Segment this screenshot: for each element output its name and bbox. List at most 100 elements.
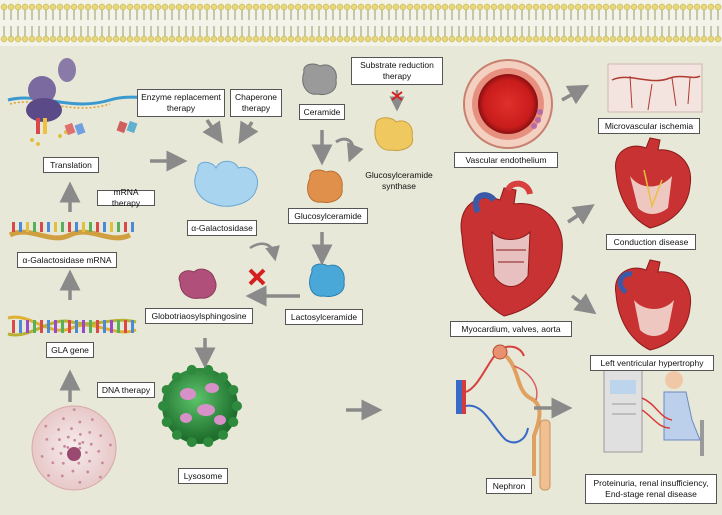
- lipid-head: [280, 3, 288, 11]
- lipid-head: [357, 35, 365, 43]
- dna-base-pair: [82, 320, 85, 333]
- mrna-base: [68, 222, 71, 232]
- cell-granule: [78, 446, 82, 450]
- lipid-head: [518, 35, 526, 43]
- cell-granule: [66, 446, 70, 449]
- lipid-head: [448, 35, 456, 43]
- lipid-head: [308, 3, 316, 11]
- lipid-head: [364, 3, 372, 11]
- lysosome-bump: [218, 372, 229, 383]
- lipid-head: [560, 3, 568, 11]
- myocardium-valves-aorta-label: Myocardium, valves, aorta: [450, 321, 572, 337]
- lysosome-bump: [203, 437, 214, 448]
- dna-base-pair: [124, 320, 127, 333]
- cell-granule: [61, 461, 65, 465]
- lipid-head: [329, 3, 337, 11]
- lipid-head: [700, 3, 708, 11]
- cell-granule: [90, 418, 94, 421]
- lipid-head: [532, 35, 540, 43]
- lipid-head: [56, 3, 64, 11]
- lipid-head: [168, 35, 176, 43]
- lipid-head: [105, 3, 113, 11]
- lipid-head: [343, 35, 351, 43]
- lipid-head: [168, 3, 176, 11]
- lipid-head: [196, 35, 204, 43]
- lipid-head: [371, 3, 379, 11]
- lipid-head: [259, 3, 267, 11]
- arrow-ert-to-enzyme: [202, 119, 223, 144]
- lipid-head: [266, 35, 274, 43]
- lipid-head: [539, 35, 547, 43]
- lipid-head: [84, 3, 92, 11]
- lipid-head: [490, 3, 498, 11]
- lysosome-label: Lysosome: [178, 468, 228, 484]
- lipid-head: [490, 35, 498, 43]
- lysosome-bump: [186, 437, 197, 448]
- lipid-head: [553, 3, 561, 11]
- enzyme-replacement-therapy-label: Enzyme replacement therapy: [137, 89, 225, 117]
- lipid-head: [693, 3, 701, 11]
- lipid-head: [70, 3, 78, 11]
- nucleus-cell-icon: [31, 405, 117, 491]
- translation-label: Translation: [43, 157, 99, 173]
- lipid-head: [259, 35, 267, 43]
- lipid-head: [35, 35, 43, 43]
- cell-granule: [86, 470, 90, 474]
- mrna-base: [61, 222, 64, 232]
- dna-base-pair: [103, 320, 106, 333]
- dna-base-pair: [131, 320, 134, 333]
- cell-granule: [44, 424, 48, 428]
- cell-granule: [101, 461, 104, 465]
- lipid-head: [336, 35, 344, 43]
- lipid-head: [280, 35, 288, 43]
- gla-gene-label: GLA gene: [46, 342, 94, 358]
- lipid-head: [385, 3, 393, 11]
- lipid-head: [679, 35, 687, 43]
- lipid-head: [224, 3, 232, 11]
- nephron-icon: [456, 344, 551, 491]
- lipid-head: [77, 3, 85, 11]
- lysosome-bump: [161, 384, 172, 395]
- lipid-head: [63, 35, 71, 43]
- dna-base-pair: [40, 320, 43, 333]
- lipid-head: [210, 3, 218, 11]
- lipid-head: [245, 3, 253, 11]
- lipid-head: [203, 3, 211, 11]
- lipid-head: [238, 3, 246, 11]
- lipid-head: [511, 3, 519, 11]
- cell-granule: [84, 451, 88, 454]
- lipid-head: [539, 3, 547, 11]
- lipid-head: [630, 35, 638, 43]
- lipid-head: [35, 3, 43, 11]
- lipid-head: [623, 3, 631, 11]
- lipid-head: [147, 3, 155, 11]
- lipid-head: [378, 3, 386, 11]
- lipid-head: [182, 3, 190, 11]
- lipid-head: [406, 3, 414, 11]
- lipid-head: [497, 3, 505, 11]
- mrna-base: [54, 222, 57, 232]
- dna-base-pair: [33, 320, 36, 333]
- mrna-base: [19, 222, 22, 232]
- arrow-endothelium-to-ischemia: [561, 84, 590, 105]
- glucosylceramide-molecule-icon: [307, 169, 343, 203]
- dna-base-pair: [75, 320, 78, 333]
- lipid-head: [7, 35, 15, 43]
- dna-base-pair: [89, 320, 92, 333]
- lysosome-bump: [171, 372, 182, 383]
- lipid-head: [350, 3, 358, 11]
- lipid-head: [0, 35, 8, 43]
- lipid-head: [406, 35, 414, 43]
- lipid-head: [336, 3, 344, 11]
- lipid-head: [315, 35, 323, 43]
- lysosome-bump: [228, 417, 239, 428]
- lipid-head: [483, 35, 491, 43]
- lipid-head: [546, 35, 554, 43]
- lipid-head: [28, 3, 36, 11]
- lipid-head: [560, 35, 568, 43]
- blocked-reaction-icon: [248, 242, 280, 286]
- lipid-head: [483, 3, 491, 11]
- cell-granule: [40, 455, 44, 458]
- lipid-head: [574, 3, 582, 11]
